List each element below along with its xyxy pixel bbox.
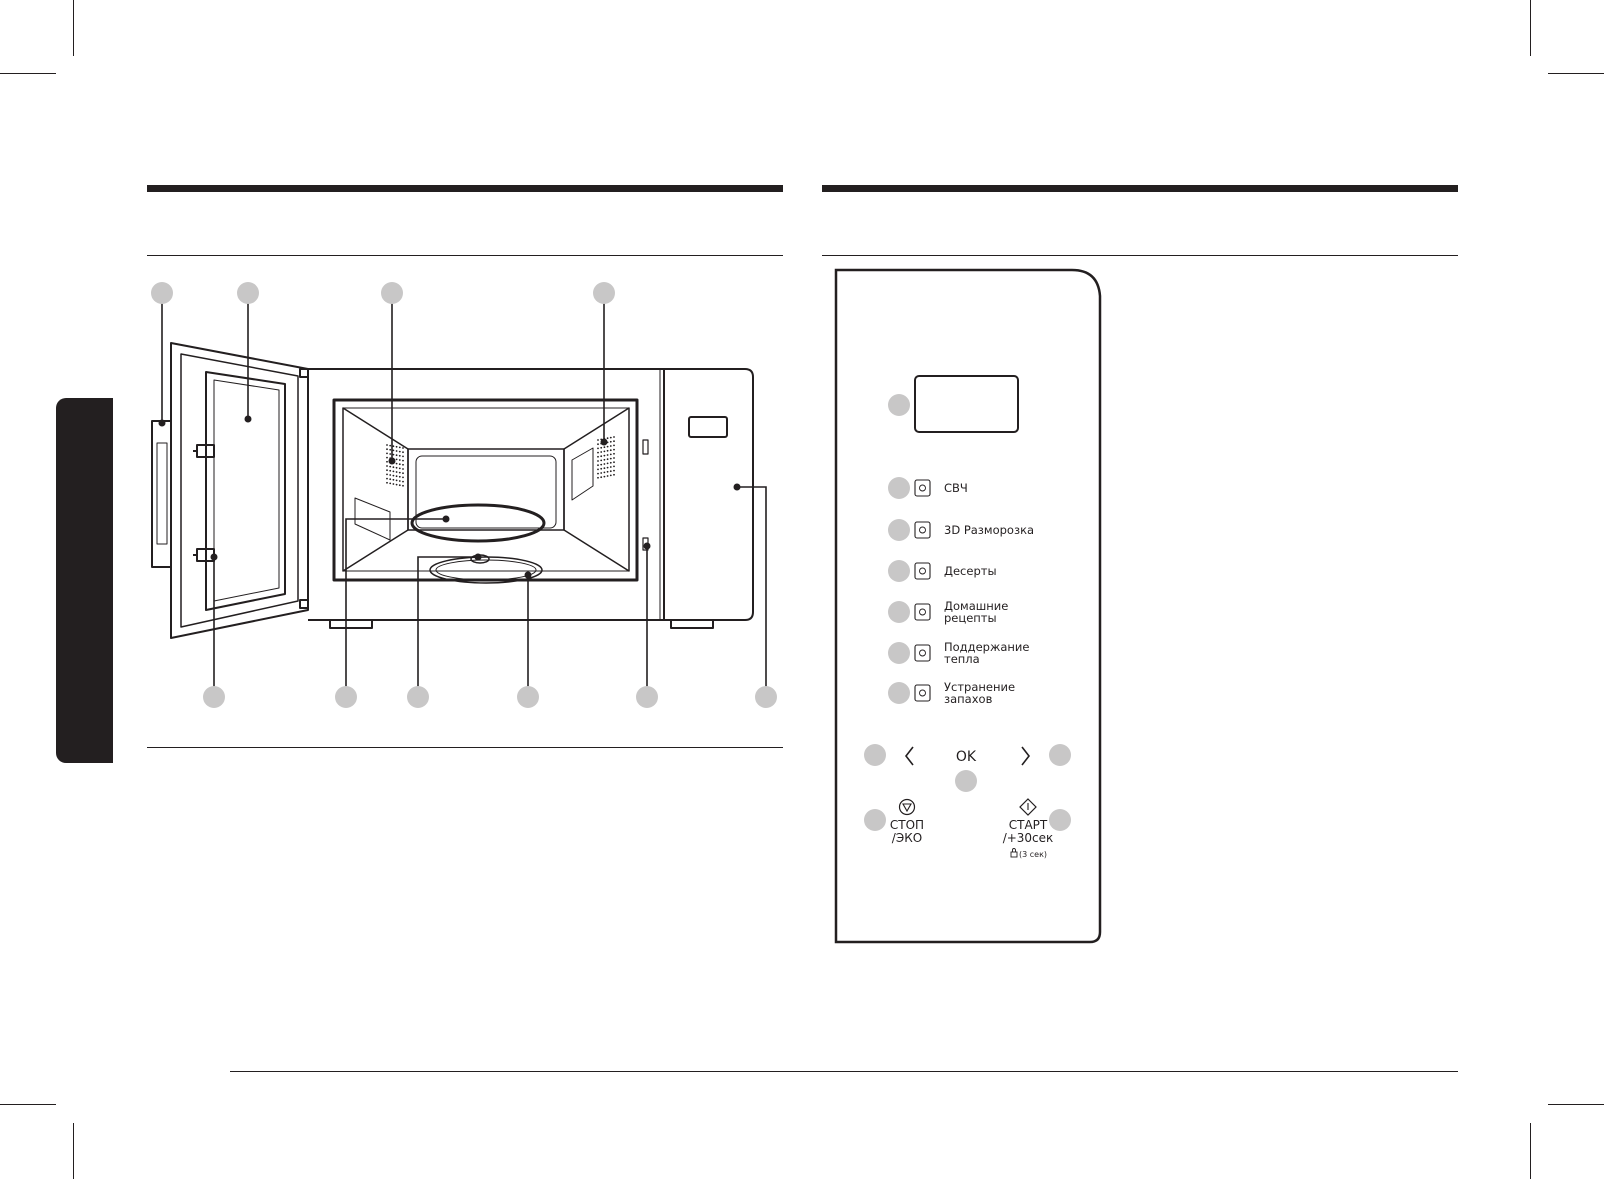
callout-marker [888,601,910,623]
leader-line [737,486,767,697]
oven-foot [329,619,373,629]
mode-button[interactable]: 3D Разморозка [888,519,1034,541]
crop-mark [1530,0,1531,56]
callout-marker [888,682,910,704]
hinge-upper [299,368,309,378]
crop-mark [73,0,74,56]
start-30sec-button[interactable]: СТАРТ /+30сек (3 сек) [1003,798,1054,859]
callout-marker [955,770,977,792]
mode-label: Устранение [944,680,1015,694]
mode-label: 3D Разморозка [944,523,1034,537]
callout-marker [593,282,615,304]
ventilation-holes-left [386,444,404,487]
mode-label: тепла [944,652,980,666]
ventilation-holes-right [597,436,615,479]
chef-hat-icon [914,603,931,621]
cavity-back-wall [407,448,565,531]
microwave-oven-diagram [151,282,777,708]
oven-cavity [332,398,639,582]
callout-marker [1049,744,1071,766]
figure-bottom-rule [147,747,783,748]
mode-button[interactable]: СВЧ [888,477,968,499]
hinge-lower [299,599,309,609]
callout-marker [864,744,886,766]
mode-label: запахов [944,692,993,706]
ok-button[interactable]: OK [956,749,977,765]
stop-triangle-icon [902,803,912,813]
crop-mark [1530,1123,1531,1179]
panel-display [914,375,1019,433]
microwave-waves-icon [914,479,931,497]
cupcake-icon [914,562,931,580]
callout-marker [864,809,886,831]
roller-ring [429,556,543,584]
callout-marker [888,642,910,664]
subsection-rule-left [147,255,783,256]
chapter-side-tab [56,398,113,763]
callout-marker [203,686,225,708]
door-latch-lower [193,548,215,562]
callout-marker [381,282,403,304]
snowflake-drop-icon [914,521,931,539]
callout-marker [888,394,910,416]
crop-mark [73,1123,74,1179]
mode-label: Поддержание [944,640,1029,654]
callout-marker [407,686,429,708]
callout-marker [888,519,910,541]
subsection-rule-right [822,255,1458,256]
footer-rule [230,1071,1458,1072]
safety-interlock-hole [642,439,649,455]
control-panel-outline [834,268,1102,944]
crop-mark [1548,73,1604,74]
callout-markers [151,282,777,708]
door-inner-frame [180,353,299,628]
door-latch-upper [193,444,215,458]
stop-label-line1: СТОП [890,818,924,832]
mode-label: рецепты [944,611,997,625]
lock-icon [1010,848,1018,858]
callout-marker [151,282,173,304]
leader-line [345,518,446,697]
callout-marker [237,282,259,304]
control-panel-diagram: СВЧ 3D РазморозкаДесертыДомашниерецептыПо… [834,268,1102,944]
mode-label: СВЧ [944,481,968,495]
door-outline [170,342,309,639]
mode-button[interactable]: Десерты [888,560,997,582]
glass-tray [410,503,546,543]
callout-marker [335,686,357,708]
steaming-bowl-icon [914,644,931,662]
callout-marker [888,477,910,499]
door-window [205,371,286,611]
oven-body [308,368,754,621]
callout-marker [1049,809,1071,831]
stop-eco-button[interactable]: СТОП /ЭКО [890,798,924,846]
lock-hint: (3 сек) [1019,850,1047,859]
oven-foot [670,619,714,629]
start-diamond-icon [1019,798,1037,816]
crop-mark [1548,1104,1604,1105]
callout-marker [755,686,777,708]
section-rule-left [147,185,783,192]
start-label-line2: /+30сек [1003,831,1054,845]
stop-label-line2: /ЭКО [892,831,922,845]
callout-marker [636,686,658,708]
oven-display-window [688,416,728,438]
deodorize-icon [914,684,931,702]
leader-line [417,556,478,697]
cavity-left-wall [342,407,409,572]
callout-marker [517,686,539,708]
cavity-right-wall [563,407,630,572]
crop-mark [0,73,56,74]
crop-mark [0,1104,56,1105]
section-rule-right [822,185,1458,192]
chevron-right-icon[interactable] [1021,746,1031,766]
callout-marker [888,560,910,582]
chevron-left-icon[interactable] [904,746,914,766]
mode-label: Десерты [944,564,997,578]
start-label-line1: СТАРТ [1009,818,1048,832]
mode-label: Домашние [944,599,1008,613]
